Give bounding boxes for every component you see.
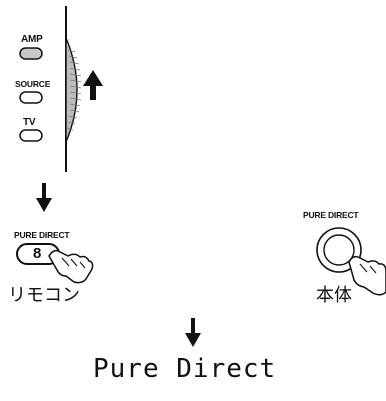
source-button[interactable]: [19, 91, 43, 104]
down-arrow-icon: [36, 183, 52, 212]
source-label: SOURCE: [15, 79, 51, 89]
pointing-hand-icon: [48, 249, 94, 284]
tv-button[interactable]: [19, 129, 43, 142]
selector-slider[interactable]: [65, 37, 78, 143]
front-panel-caption: PURE DIRECT: [303, 210, 359, 220]
slider-texture: [66, 49, 82, 131]
front-display-text: Pure Direct: [93, 354, 277, 384]
amp-label: AMP: [21, 34, 43, 45]
tv-label: TV: [23, 117, 36, 128]
amp-button[interactable]: [19, 47, 43, 60]
remote-device-label: リモコン: [8, 285, 80, 306]
up-arrow-icon: [83, 70, 103, 100]
front-panel-device-label: 本体: [316, 285, 352, 306]
pointing-hand-icon: [348, 255, 386, 296]
remote-key-number: 8: [33, 245, 42, 262]
down-arrow-icon: [185, 318, 201, 347]
remote-key-caption: PURE DIRECT: [14, 230, 70, 240]
